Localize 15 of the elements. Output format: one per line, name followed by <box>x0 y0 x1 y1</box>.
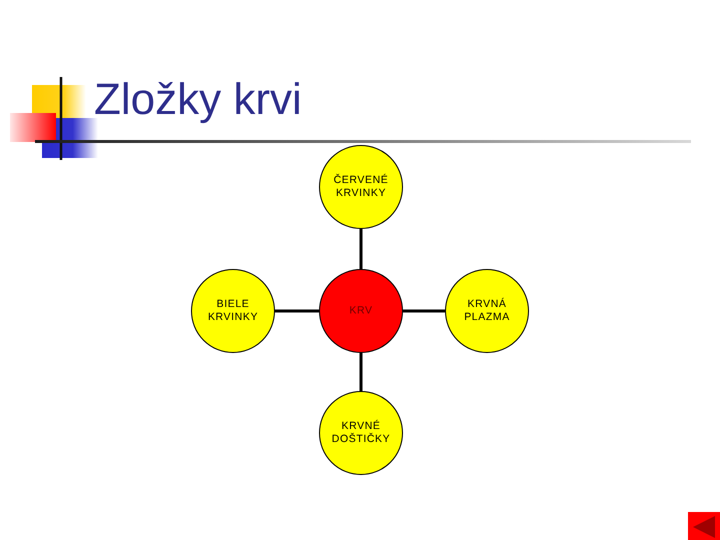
node-label: KRVNÁ PLAZMA <box>464 298 510 324</box>
circle-node <box>319 391 403 475</box>
circle-node <box>319 269 403 353</box>
connector-line <box>275 310 319 312</box>
connector-line <box>360 229 362 269</box>
circle-node <box>191 269 275 353</box>
circle-node <box>319 145 403 229</box>
node-label: BIELE KRVINKY <box>208 298 258 324</box>
connector-line <box>360 353 362 391</box>
node-label: ČERVENÉ KRVINKY <box>334 174 388 200</box>
node-label: KRV <box>349 304 373 318</box>
slide-title: Zložky krvi <box>94 74 302 126</box>
connector-line <box>403 310 445 312</box>
circle-node <box>445 269 529 353</box>
node-label: KRVNÉ DOŠTIČKY <box>332 420 390 446</box>
